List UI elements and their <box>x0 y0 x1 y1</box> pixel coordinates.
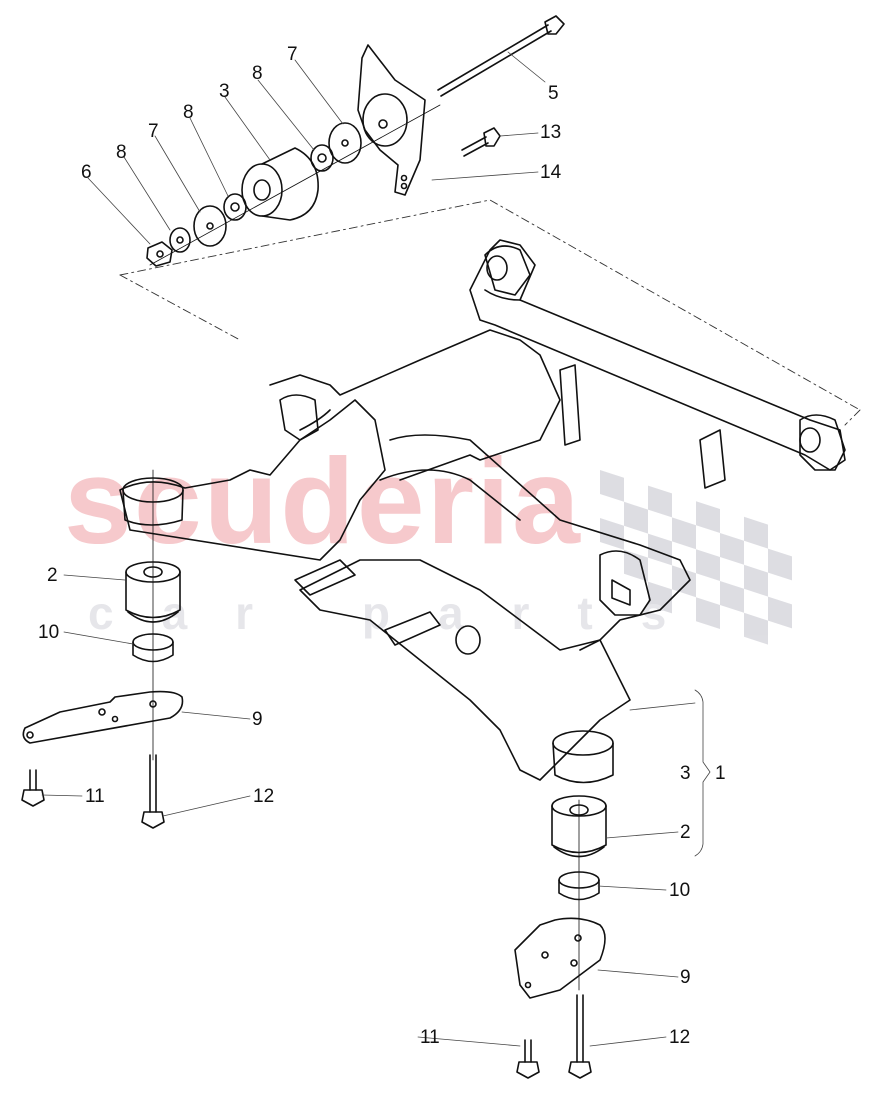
callout-11: 11 <box>420 1027 440 1048</box>
callout-3: 3 <box>219 81 230 102</box>
bracket-14 <box>357 44 426 196</box>
leader-lines <box>41 51 711 1047</box>
subframe-body <box>119 239 846 784</box>
assembly-dash-outline <box>119 199 861 426</box>
plate-9-left <box>22 690 184 744</box>
bushing-2-right <box>551 795 607 858</box>
callout-7: 7 <box>287 44 298 65</box>
bolt-12-right <box>568 994 592 1079</box>
bolt-11-right <box>516 1039 540 1079</box>
plate-9-right <box>514 917 606 999</box>
watermark-car-parts: car parts <box>88 587 715 639</box>
bolt-12-left <box>141 754 165 829</box>
callout-6: 6 <box>81 162 92 183</box>
callout-3: 3 <box>680 763 691 784</box>
rebound-washer-10-right <box>558 871 600 901</box>
callout-12: 12 <box>253 786 275 807</box>
callout-2: 2 <box>680 822 691 843</box>
callout-8: 8 <box>252 63 263 84</box>
callout-10: 10 <box>38 622 60 643</box>
callout-9: 9 <box>252 709 263 730</box>
washer-7 <box>193 205 227 247</box>
callout-12: 12 <box>669 1027 691 1048</box>
bolt-11-left <box>21 769 45 807</box>
callout-11: 11 <box>85 786 105 807</box>
top-bushing-stack <box>146 15 565 267</box>
callout-14: 14 <box>540 162 562 183</box>
callout-13: 13 <box>540 122 562 143</box>
left-mount-stack <box>21 469 184 829</box>
washer-8 <box>310 144 334 172</box>
bolt-13 <box>461 127 501 157</box>
callout-8: 8 <box>183 102 194 123</box>
washer-7 <box>328 122 362 164</box>
rebound-washer-10-left <box>132 633 174 663</box>
callout-1: 1 <box>715 763 726 784</box>
washer-8 <box>169 227 191 253</box>
bolt-5 <box>437 15 565 97</box>
callout-5: 5 <box>548 83 559 104</box>
nut-6 <box>146 241 173 267</box>
bushing-2-left <box>125 561 181 623</box>
callout-2: 2 <box>47 565 58 586</box>
callout-7: 7 <box>148 121 159 142</box>
callout-8: 8 <box>116 142 127 163</box>
right-mount-stack <box>514 795 607 1079</box>
callout-10: 10 <box>669 880 691 901</box>
callout-9: 9 <box>680 967 691 988</box>
bushing-3 <box>241 147 319 221</box>
